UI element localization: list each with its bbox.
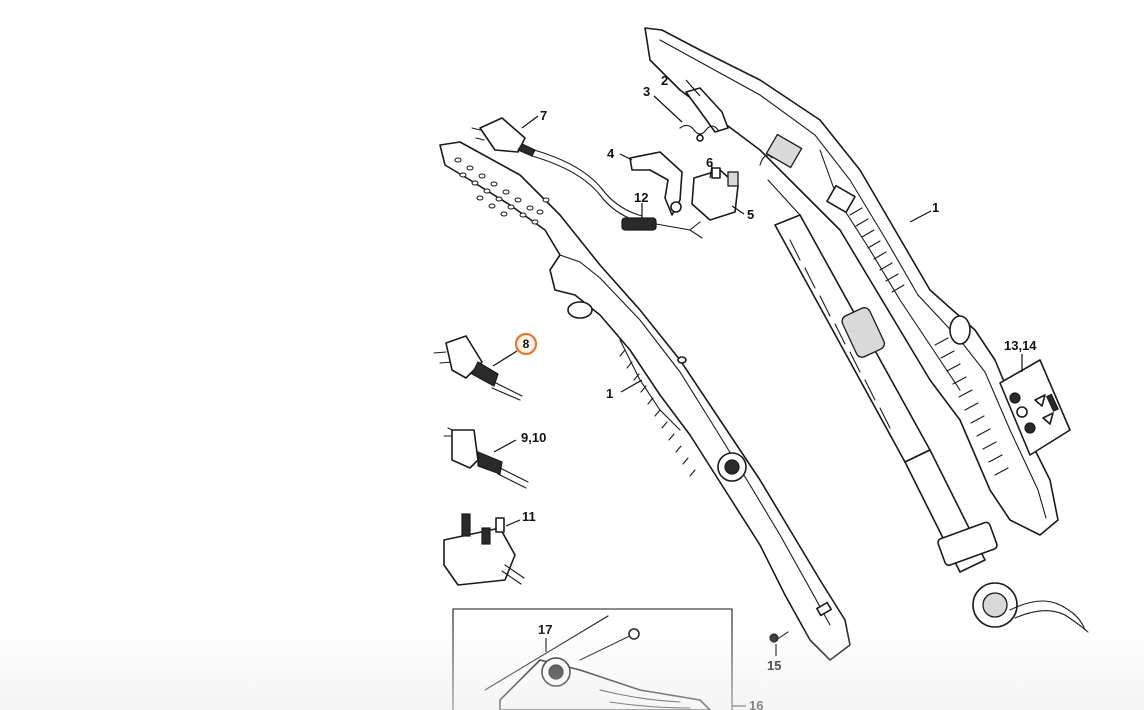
handle-serrations — [619, 349, 696, 477]
housing-ribs — [849, 207, 1009, 476]
handle-housing-left — [439, 141, 851, 661]
leader-lines — [492, 79, 1023, 707]
callout-8: 8 — [523, 337, 530, 351]
screw-15 — [769, 631, 789, 643]
plug-11 — [443, 513, 525, 586]
warning-label-sticker — [999, 359, 1071, 456]
plug-cable-7 — [471, 117, 643, 223]
callout-13-14: 13,14 — [1004, 338, 1037, 353]
housing-shell-right — [644, 27, 1059, 536]
cable-clamp-12 — [621, 217, 703, 239]
callout-15: 15 — [767, 658, 781, 673]
callout-3: 3 — [643, 84, 650, 99]
shaft-tube — [759, 154, 1089, 633]
spring — [679, 124, 719, 142]
callout-4: 4 — [607, 146, 615, 161]
trigger — [629, 151, 683, 216]
callout-1-left: 1 — [606, 386, 613, 401]
switch-block — [691, 167, 739, 221]
callout-8-highlighted[interactable]: 8 — [514, 332, 538, 356]
highlight-ring — [514, 332, 538, 356]
callout-2: 2 — [661, 73, 668, 88]
callout-5: 5 — [747, 207, 754, 222]
grip-holes — [454, 157, 550, 225]
plug-8 — [433, 335, 523, 401]
switch-lever — [685, 87, 729, 133]
callout-7: 7 — [540, 108, 547, 123]
callout-11: 11 — [522, 509, 536, 524]
callout-12: 12 — [634, 190, 648, 205]
callout-17: 17 — [538, 622, 552, 637]
callout-9-10: 9,10 — [521, 430, 546, 445]
callout-16: 16 — [749, 698, 763, 710]
plug-9-10 — [443, 427, 529, 489]
callout-1-right: 1 — [932, 200, 939, 215]
inset-box — [452, 608, 733, 710]
callout-6: 6 — [706, 155, 713, 170]
